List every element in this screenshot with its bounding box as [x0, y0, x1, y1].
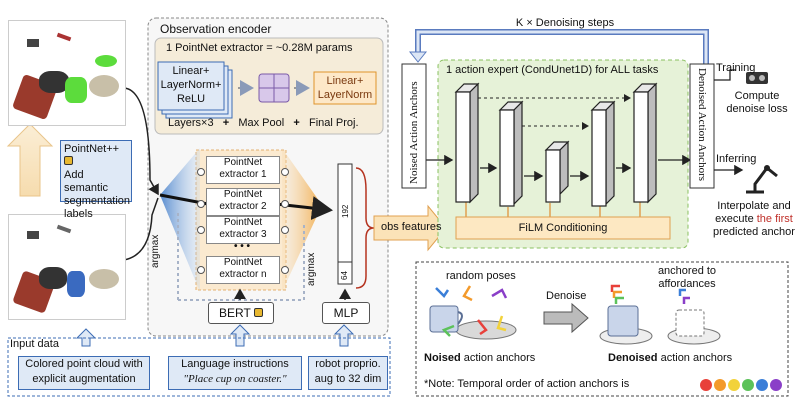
- vec-64-label: 64: [340, 271, 349, 280]
- linear-block-1: Linear+LayerNorm+ReLU: [160, 65, 222, 105]
- input-data-frame: [7, 337, 391, 397]
- noised-anchors-label: Noised Action Anchors: [408, 81, 420, 184]
- input-data-label: Input data: [10, 338, 59, 350]
- noised-illustration: [429, 285, 517, 340]
- noised-caption: Noised action anchors: [424, 352, 536, 364]
- lock-icon: [253, 308, 263, 317]
- training-label: Training: [716, 62, 756, 74]
- film-label: FiLM Conditioning: [518, 222, 608, 234]
- ops-row: Layers×3 + Max Pool + Final Proj.: [168, 117, 359, 129]
- feature-vector: [337, 163, 353, 285]
- obs-encoder-title: Observation encoder: [160, 22, 272, 36]
- denoise-label: Denoise: [546, 290, 587, 302]
- interpolate-label: Interpolate and execute the first predic…: [713, 200, 795, 238]
- vec-192-label: 192: [341, 204, 350, 218]
- linear-block-2: Linear+LayerNorm: [317, 75, 373, 101]
- random-poses-label: random poses: [446, 270, 516, 282]
- denoise-arrow: [543, 302, 589, 334]
- temporal-dot: [742, 379, 754, 391]
- gpu-icon: [746, 72, 768, 84]
- noised-anchors-box: [401, 63, 427, 189]
- film-bar: [455, 216, 671, 240]
- temporal-dot: [728, 379, 740, 391]
- lock-icon: [64, 156, 73, 165]
- big-up-arrow: [6, 123, 54, 197]
- temporal-order-dots: [700, 379, 782, 391]
- unet-blocks: [454, 82, 658, 207]
- denoised-caption: Denoised action anchors: [608, 352, 733, 364]
- temporal-dot: [770, 379, 782, 391]
- pointnet-header: 1 PointNet extractor = ~0.28M params: [166, 42, 353, 54]
- point-cloud-image-bottom: [8, 214, 126, 320]
- obs-features-label: obs features: [381, 221, 442, 233]
- argmax-right: argmax: [306, 252, 317, 286]
- expert-title: 1 action expert (CondUnet1D) for ALL tas…: [446, 64, 659, 76]
- input-proprio: robot proprio.aug to 32 dim: [308, 356, 388, 390]
- denoised-illustration: [599, 284, 721, 345]
- point-cloud-image-top: [8, 20, 126, 126]
- robot-arm-icon: [746, 165, 778, 194]
- extractor-2: PointNet extractor 2: [206, 188, 280, 216]
- extractor-1: PointNet extractor 1: [206, 156, 280, 184]
- extractor-3: PointNet extractor 3: [206, 216, 280, 244]
- input-language: Language instructions"Place cup on coast…: [168, 356, 302, 390]
- argmax-left: argmax: [150, 234, 161, 268]
- temporal-dot: [756, 379, 768, 391]
- bert-box: BERT: [208, 302, 274, 324]
- temporal-note: *Note: Temporal order of action anchors …: [424, 378, 630, 390]
- denoised-anchors-label: Denoised Action Anchors: [696, 68, 708, 182]
- pointnet-plus-plus-box: PointNet++ Add semantic segmentation lab…: [60, 140, 132, 220]
- temporal-dot: [700, 379, 712, 391]
- anchors-illustration-panel: [415, 261, 789, 397]
- temporal-dot: [714, 379, 726, 391]
- loop-label: K × Denoising steps: [515, 17, 615, 29]
- denoised-anchors-box: [689, 63, 715, 189]
- mlp-box: MLP: [322, 302, 370, 324]
- extractor-ellipsis: • • •: [233, 241, 251, 252]
- inferring-label: Inferring: [716, 153, 757, 165]
- extractor-n: PointNet extractor n: [206, 256, 280, 284]
